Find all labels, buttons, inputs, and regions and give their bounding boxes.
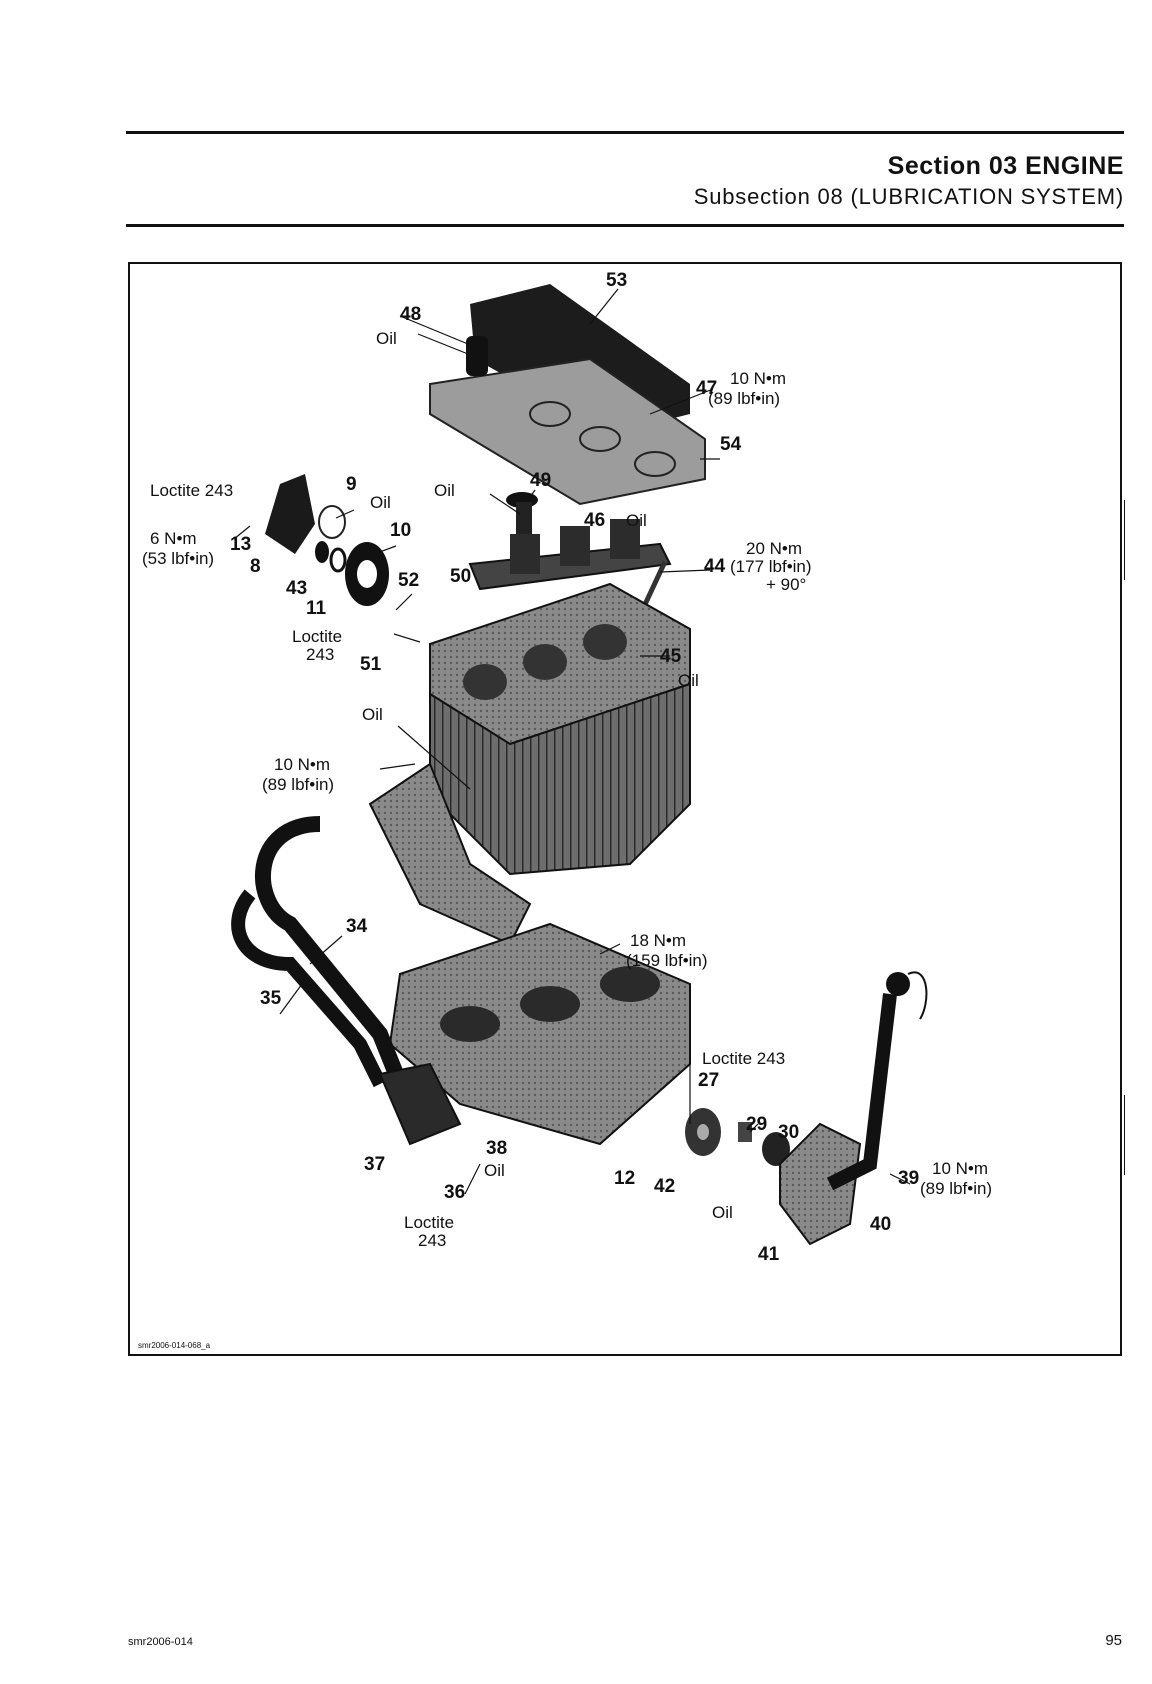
valve-cover — [429, 284, 706, 506]
callout-torque-47b: (89 lbf•in) — [708, 389, 780, 408]
callout-torque-13a: 6 N•m — [150, 529, 197, 548]
section-title: Section 03 ENGINE — [887, 152, 1124, 180]
callout-51: 51 — [360, 654, 382, 675]
callout-42: 42 — [654, 1176, 675, 1197]
callout-torque-18a: 18 N•m — [630, 931, 686, 950]
callout-35: 35 — [260, 988, 282, 1009]
callout-10: 10 — [390, 520, 411, 541]
margin-change-bar-2 — [1124, 1095, 1125, 1175]
callout-loctite-51b: 243 — [306, 645, 334, 664]
callout-47: 47 — [696, 378, 717, 399]
callout-39: 39 — [898, 1168, 919, 1189]
callout-54: 54 — [720, 434, 742, 455]
page-number: 95 — [1105, 1632, 1122, 1649]
callout-oil-46: Oil — [626, 511, 647, 530]
callout-oil-49: Oil — [434, 481, 455, 500]
footer-document-code: smr2006-014 — [128, 1636, 193, 1648]
spark-plug-tube — [506, 492, 538, 536]
callout-torque-mid-a: 10 N•m — [274, 755, 330, 774]
callout-43: 43 — [286, 578, 307, 599]
callout-loctite-51a: Loctite — [292, 627, 342, 646]
callout-oil-48: Oil — [376, 329, 397, 348]
dipstick-tube — [826, 971, 928, 1191]
callout-45: 45 — [660, 646, 682, 667]
callout-52: 52 — [398, 570, 419, 591]
callout-torque-44a: 20 N•m — [746, 539, 802, 558]
callout-48: 48 — [400, 304, 421, 325]
header-top-rule — [126, 131, 1124, 134]
callout-torque-13b: (53 lbf•in) — [142, 549, 214, 568]
callout-41: 41 — [758, 1244, 780, 1265]
callout-12: 12 — [614, 1168, 635, 1189]
callout-loctite-36b: 243 — [418, 1231, 446, 1250]
callout-loctite-top: Loctite 243 — [150, 481, 233, 500]
callout-30: 30 — [778, 1122, 799, 1143]
callout-torque-mid-b: (89 lbf•in) — [262, 775, 334, 794]
callout-34: 34 — [346, 916, 368, 937]
callout-40: 40 — [870, 1214, 891, 1235]
margin-change-bar-1 — [1124, 500, 1125, 580]
callout-8: 8 — [250, 556, 261, 577]
subsection-title: Subsection 08 (LUBRICATION SYSTEM) — [693, 184, 1124, 209]
figure-code: smr2006-014-068_a — [138, 1341, 211, 1350]
callout-46: 46 — [584, 510, 605, 531]
camshaft-rocker-assembly — [468, 519, 672, 608]
callout-38: 38 — [486, 1138, 507, 1159]
callout-torque-44b: (177 lbf•in) — [730, 557, 812, 576]
callout-53: 53 — [606, 270, 627, 291]
cylinder-block — [368, 682, 691, 946]
callout-50: 50 — [450, 566, 471, 587]
callout-11: 11 — [306, 598, 327, 619]
callout-37: 37 — [364, 1154, 385, 1175]
callout-torque-44c: + 90° — [766, 575, 806, 594]
pump-housing-left-parts — [265, 474, 389, 606]
leader-lines — [233, 288, 911, 1195]
callout-torque-39a: 10 N•m — [932, 1159, 988, 1178]
callout-torque-47a: 10 N•m — [730, 369, 786, 388]
header-bottom-rule — [126, 224, 1124, 227]
callout-torque-18b: (159 lbf•in) — [626, 951, 708, 970]
callout-oil-42: Oil — [712, 1203, 733, 1222]
oil-hoses — [231, 816, 408, 1088]
callout-oil-center: Oil — [362, 705, 383, 724]
callout-loctite-27: Loctite 243 — [702, 1049, 785, 1068]
callout-13: 13 — [230, 534, 251, 555]
callout-27: 27 — [698, 1070, 719, 1091]
engine-exploded-view-drawing: 53 48 Oil 10 N•m 47 (89 lbf•in) 54 9 Oil… — [142, 270, 992, 1265]
callout-loctite-36a: Loctite — [404, 1213, 454, 1232]
callout-torque-39b: (89 lbf•in) — [920, 1179, 992, 1198]
callout-44: 44 — [704, 556, 726, 577]
crankcase — [388, 922, 691, 1146]
callout-29: 29 — [746, 1114, 767, 1135]
oil-pump-parts — [685, 1108, 862, 1246]
callout-49: 49 — [530, 470, 551, 491]
callout-oil-45: Oil — [678, 671, 699, 690]
callout-oil-9: Oil — [370, 493, 391, 512]
engine-exploded-view-figure: 53 48 Oil 10 N•m 47 (89 lbf•in) 54 9 Oil… — [128, 262, 1122, 1356]
callout-36: 36 — [444, 1182, 465, 1203]
oil-cooler — [378, 1062, 462, 1146]
cylinder-head — [429, 582, 691, 746]
callout-oil-38: Oil — [484, 1161, 505, 1180]
callout-9: 9 — [346, 474, 357, 495]
